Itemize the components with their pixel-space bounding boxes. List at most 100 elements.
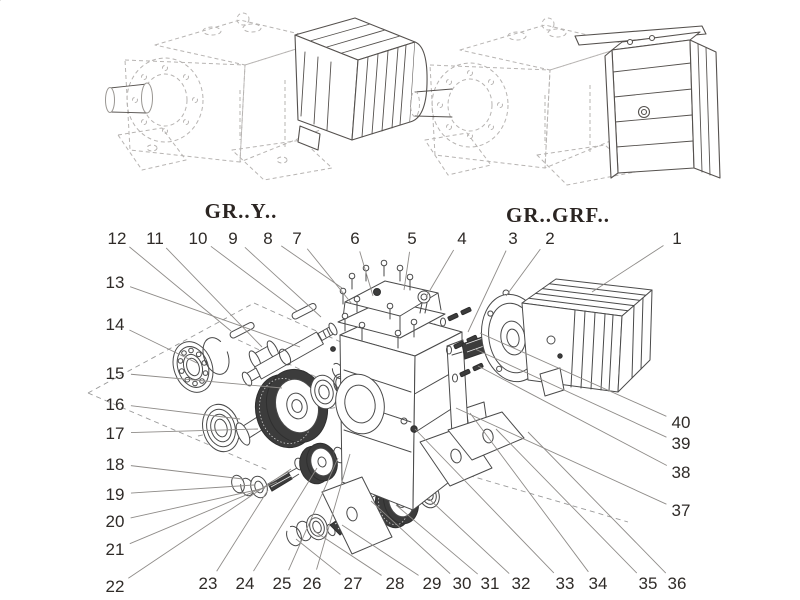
leader-line-9 xyxy=(244,247,322,318)
exploded-view xyxy=(87,259,653,555)
output-bearing-balls xyxy=(177,347,209,387)
leader-line-12 xyxy=(129,246,232,332)
leader-line-34 xyxy=(469,412,589,573)
callout-number-9: 9 xyxy=(228,229,237,248)
callout-number-3: 3 xyxy=(508,229,517,248)
leader-line-11 xyxy=(165,247,263,348)
leader-line-23 xyxy=(216,489,269,572)
callout-number-7: 7 xyxy=(292,229,301,248)
callout-number-28: 28 xyxy=(386,574,405,593)
leader-line-33 xyxy=(414,428,555,574)
leader-line-31 xyxy=(395,504,478,575)
callout-number-20: 20 xyxy=(106,512,125,531)
gearbox-ghost-left xyxy=(117,12,333,181)
callout-number-24: 24 xyxy=(236,574,255,593)
output-gear-group xyxy=(202,368,349,453)
housing-cover xyxy=(337,280,446,339)
callout-number-19: 19 xyxy=(106,485,125,504)
callout-number-13: 13 xyxy=(106,273,125,292)
vent-plug xyxy=(373,288,381,296)
callout-number-37: 37 xyxy=(672,501,691,520)
leader-line-24 xyxy=(253,467,318,572)
shaft-plug xyxy=(330,346,336,352)
callout-number-1: 1 xyxy=(672,229,681,248)
callout-number-25: 25 xyxy=(273,574,292,593)
gear-side-bearing xyxy=(310,374,338,410)
cover-bolts xyxy=(339,259,418,349)
leader-line-36 xyxy=(527,431,667,574)
leader-line-6 xyxy=(359,251,374,297)
leader-line-21 xyxy=(129,481,278,545)
leader-line-5 xyxy=(403,251,411,291)
callout-number-31: 31 xyxy=(481,574,500,593)
output-key-1 xyxy=(229,321,255,339)
leader-line-13 xyxy=(129,286,301,348)
eye-bolt xyxy=(417,290,431,314)
intermediate-pinion xyxy=(267,467,300,492)
figure-label-gr-y: GR..Y.. xyxy=(205,199,278,223)
leader-line-4 xyxy=(425,249,455,298)
callout-number-34: 34 xyxy=(589,574,608,593)
callout-number-14: 14 xyxy=(106,315,125,334)
leader-line-19 xyxy=(130,484,255,494)
callout-number-40: 40 xyxy=(672,413,691,432)
overview-gearmotor-figure xyxy=(0,0,428,181)
callout-number-6: 6 xyxy=(350,229,359,248)
leader-line-3 xyxy=(467,250,507,333)
input-flange-adapter xyxy=(574,25,721,179)
callout-number-17: 17 xyxy=(106,424,125,443)
intermediate-gear xyxy=(299,442,338,485)
leader-line-15 xyxy=(130,373,283,389)
callout-number-26: 26 xyxy=(303,574,322,593)
gear-housing xyxy=(321,311,525,555)
output-shaft xyxy=(241,322,338,387)
callout-number-4: 4 xyxy=(457,229,466,248)
input-bearing-left xyxy=(306,513,328,541)
leader-line-22 xyxy=(128,468,292,579)
output-circlip xyxy=(202,337,230,375)
callout-number-23: 23 xyxy=(199,574,218,593)
leader-line-32 xyxy=(427,497,510,574)
leader-line-26 xyxy=(316,453,351,570)
callout-number-30: 30 xyxy=(453,574,472,593)
leader-line-39 xyxy=(474,348,667,438)
callout-number-10: 10 xyxy=(189,229,208,248)
leader-line-1 xyxy=(591,245,664,293)
overview-flange-unit-figure xyxy=(410,17,721,186)
callout-number-12: 12 xyxy=(108,229,127,248)
motor xyxy=(481,278,653,397)
callout-number-38: 38 xyxy=(672,463,691,482)
leader-line-10 xyxy=(210,245,298,312)
leader-line-30 xyxy=(370,500,451,574)
callout-number-15: 15 xyxy=(106,364,125,383)
intermediate-bearing-left xyxy=(250,475,268,499)
gearbox-ghost-right xyxy=(410,17,636,186)
motor-studs xyxy=(440,306,484,383)
leader-line-14 xyxy=(129,329,198,364)
callout-number-16: 16 xyxy=(106,395,125,414)
leader-line-18 xyxy=(130,465,244,480)
callout-number-21: 21 xyxy=(106,540,125,559)
callout-number-29: 29 xyxy=(423,574,442,593)
callout-number-18: 18 xyxy=(106,455,125,474)
leader-line-35 xyxy=(495,428,638,574)
leader-line-20 xyxy=(130,487,266,519)
callout-number-39: 39 xyxy=(672,434,691,453)
callout-number-35: 35 xyxy=(639,574,658,593)
leader-line-37 xyxy=(455,407,667,505)
output-key-2 xyxy=(291,302,317,320)
callout-number-32: 32 xyxy=(512,574,531,593)
leader-line-29 xyxy=(341,524,419,576)
callout-number-8: 8 xyxy=(263,229,272,248)
callout-number-27: 27 xyxy=(344,574,363,593)
motor-body xyxy=(521,278,653,397)
output-bearing xyxy=(172,341,214,393)
leader-line-8 xyxy=(281,245,343,289)
callout-number-11: 11 xyxy=(146,229,164,248)
callout-number-2: 2 xyxy=(545,229,554,248)
leader-line-40 xyxy=(479,332,667,417)
callout-number-22: 22 xyxy=(106,577,125,596)
motor-left-figure xyxy=(0,0,428,151)
